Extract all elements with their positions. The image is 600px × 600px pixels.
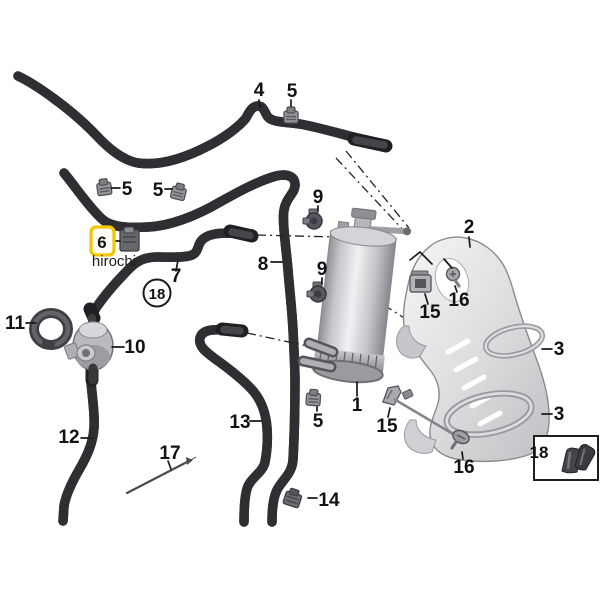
callout-5-left1: 5: [122, 179, 133, 200]
canister-ports: [297, 337, 339, 373]
callout-18-circled: 18: [149, 286, 166, 303]
watermark: hirochi: [92, 253, 136, 270]
callout-10: 10: [124, 337, 145, 358]
clamp-ring-upper: [482, 323, 546, 359]
callout-4: 4: [254, 80, 265, 101]
clip-6: [119, 226, 140, 252]
bracket-cover: [396, 236, 550, 463]
callout-8: 8: [258, 254, 269, 275]
callout-9-upper: 9: [313, 187, 324, 208]
callout-2: 2: [464, 217, 475, 238]
callout-15-upper: 15: [419, 302, 441, 323]
callout-5-left2: 5: [153, 180, 164, 201]
highlighted-callout-6: 6: [89, 225, 116, 257]
callout-11: 11: [5, 313, 26, 334]
assembly-line-hose4-to-canister: [345, 150, 410, 229]
callout-17: 17: [159, 443, 180, 464]
callout-13: 13: [229, 412, 250, 433]
ring-grommet-11: [29, 308, 73, 350]
callout-3-upper: 3: [554, 339, 565, 360]
rubber-grommets: [561, 444, 596, 474]
screw-16-lower: [450, 429, 470, 450]
callout-5-bottom: 5: [313, 411, 324, 432]
valve-9-lower: [306, 281, 327, 303]
bracket-foot: [403, 419, 437, 454]
clip-5-left1: [95, 177, 113, 197]
screw-16-upper: [445, 266, 461, 288]
clip-5-bottom: [305, 388, 322, 407]
callout-6: 6: [97, 233, 106, 252]
clamp-ring-lower: [443, 390, 535, 438]
leader-lines: [25, 99, 553, 499]
valve-9-upper: [302, 208, 323, 230]
hose-8: [59, 168, 295, 527]
clip-5-top: [283, 106, 299, 124]
callout-12: 12: [58, 427, 79, 448]
clip-15-lower-washer: [401, 388, 414, 400]
inset-box-18: [533, 435, 599, 481]
callout-15-lower: 15: [376, 416, 398, 437]
callout-16-upper: 16: [448, 290, 469, 311]
cable-tie-17: [125, 456, 197, 495]
assembly-line-hose7-to-canister: [256, 234, 338, 238]
circled-callout-18: 18: [142, 278, 172, 308]
clip-14: [282, 487, 303, 509]
vent-valve-10: [64, 314, 114, 385]
mounting-screw-shaft: [393, 397, 454, 436]
assembly-line-hose4-to-canister-2: [335, 157, 407, 234]
callout-16-lower: 16: [453, 457, 474, 478]
highlight-box: [89, 225, 116, 257]
bracket-hook: [396, 325, 427, 359]
callout-3-lower: 3: [554, 404, 565, 425]
callout-18-boxed: 18: [530, 443, 549, 462]
callout-7: 7: [171, 266, 182, 287]
hose-13: [200, 322, 268, 527]
callout-14: 14: [318, 490, 340, 511]
cage-nut-15-upper: [409, 270, 432, 293]
callout-1: 1: [352, 395, 363, 416]
callout-9-lower: 9: [317, 259, 328, 280]
hose-4-upper: [13, 71, 393, 164]
charcoal-canister: [312, 207, 412, 384]
clip-5-left2: [169, 181, 189, 202]
callout-5-top: 5: [287, 81, 298, 102]
